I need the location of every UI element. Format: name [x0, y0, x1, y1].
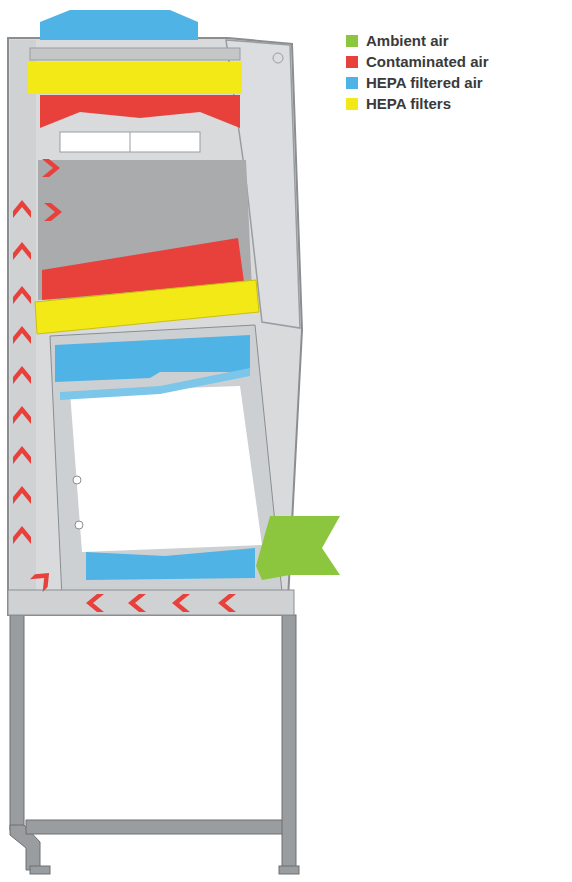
legend-label: HEPA filtered air: [366, 74, 483, 91]
legend: Ambient airContaminated airHEPA filtered…: [346, 30, 489, 114]
legend-label: Ambient air: [366, 32, 449, 49]
legend-label: HEPA filters: [366, 95, 451, 112]
legend-swatch: [346, 77, 358, 89]
legend-item: HEPA filters: [346, 93, 489, 114]
legend-swatch: [346, 98, 358, 110]
legend-item: HEPA filtered air: [346, 72, 489, 93]
legend-item: Ambient air: [346, 30, 489, 51]
legend-label: Contaminated air: [366, 53, 489, 70]
legend-swatch: [346, 35, 358, 47]
legend-item: Contaminated air: [346, 51, 489, 72]
legend-swatch: [346, 56, 358, 68]
